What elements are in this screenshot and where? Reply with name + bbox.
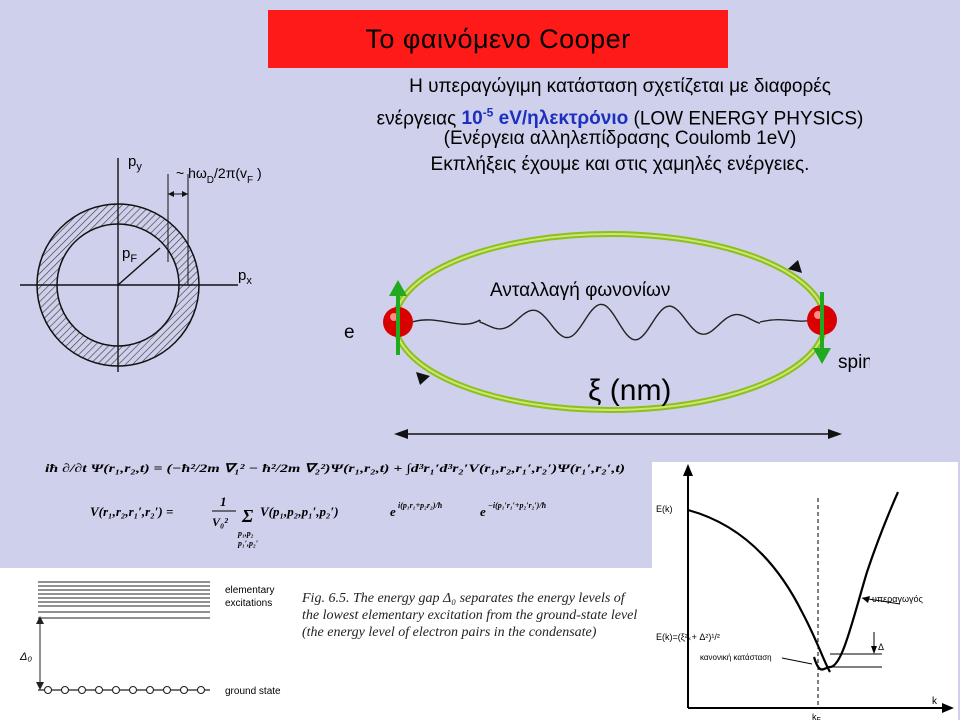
normal-label: κανονική κατάσταση (700, 653, 772, 662)
phonon-wave (479, 303, 761, 341)
sum-subscript-1: p₁,p₂ (237, 529, 254, 538)
intro-line-3: (Ενέργεια αλληλεπίδρασης Coulomb 1eV) (443, 128, 797, 149)
ground-pair-3 (94, 685, 104, 695)
sum-subscript-2: p₁′,p₂′ (237, 539, 258, 548)
fermi-sphere-diagram: py px pF ~ hωD/2π(vF ) (10, 140, 300, 380)
phonon-label: Ανταλλαγή φωνονίων (490, 280, 670, 301)
spin-label: spin (838, 352, 870, 373)
super-label: υπεραγωγός (872, 594, 923, 604)
exponent-2: −i(p₁′r₁′+p₂′r₂′)/ħ (488, 501, 547, 510)
exponent-base: e (480, 504, 486, 519)
super-dispersion (812, 491, 900, 671)
equations: iħ ∂/∂t Ψ(r₁,r₂,t) = (−ħ²/2m ∇₁² − ħ²/2m… (45, 461, 625, 548)
gap-label: Δ₀ (19, 651, 32, 663)
fraction-numerator: 1 (220, 494, 227, 509)
figure-caption: Fig. 6.5. The energy gap Δ₀ separates th… (302, 591, 638, 640)
py-label: py (128, 153, 142, 173)
dispersion-plot: Δ E(k) k kF υπεραγωγός κανονική κατάστασ… (656, 464, 954, 720)
fraction-denominator: V₀² (212, 515, 228, 529)
ground-pair-2 (77, 685, 87, 695)
intro-line-1: Η υπεραγώγιμη κατάσταση σχετίζεται με δι… (409, 76, 831, 97)
kf-label: kF (812, 712, 821, 720)
pf-radius (117, 247, 161, 286)
intro-line-4: Εκπλήξεις έχουμε και στις χαμηλές ενέργε… (430, 154, 810, 175)
y-axis-label: E(k) (656, 504, 673, 514)
orbit-arrow-left (416, 372, 430, 385)
normal-dispersion-left (687, 508, 831, 673)
shell-width-label: ~ hωD/2π(vF ) (176, 165, 262, 186)
ground-pair-1 (60, 685, 70, 695)
gap-formula: E(k)=(ξ²ₖ+ Δ²)¹/² (656, 632, 720, 642)
ground-pair-4 (111, 685, 121, 695)
ground-state-pairs (43, 685, 206, 695)
coherence-length-label: ξ (nm) (588, 374, 671, 407)
orbit-arrow-right (788, 260, 802, 273)
intro-line-2-post: (LOW ENERGY PHYSICS) (628, 108, 864, 130)
energy-levels-diagram: Δ₀ elementary excitations ground state (19, 581, 281, 697)
excitation-levels (38, 581, 210, 619)
energy-gap-figure (0, 568, 656, 720)
ground-pair-8 (179, 685, 189, 695)
ground-pair-5 (128, 685, 138, 695)
ground-pair-7 (162, 685, 172, 695)
elementary-label-1: elementary (225, 585, 274, 596)
intro-line-2: ενέργειας 10-5 eV/ηλεκτρόνιο (LOW ENERGY… (290, 100, 950, 132)
svg-text:e: e (390, 504, 396, 519)
dispersion-graph (652, 462, 958, 720)
ground-state-label: ground state (225, 686, 281, 697)
intro-line-2-pre: ενέργειας (376, 108, 462, 130)
potential-body: V(p₁,p₂,p₁′,p₂′) (260, 504, 339, 519)
sum-symbol: Σ (241, 506, 253, 526)
ground-pair-9 (196, 685, 206, 695)
px-label: px (238, 267, 252, 287)
potential-lhs: V(r₁,r₂,r₁′,r₂′) = (90, 504, 173, 519)
ground-pair-0 (43, 685, 53, 695)
slide-title: Το φαινόμενο Cooper (268, 10, 728, 68)
elementary-label-2: excitations (225, 598, 272, 609)
pf-label: pF (122, 245, 137, 265)
cooper-pair-diagram: Ανταλλαγή φωνονίων e spin ξ (nm) (344, 231, 870, 439)
exponent-1: i(p₁r₁+p₂r₂)/ħ (398, 501, 443, 510)
x-axis-label: k (932, 696, 938, 707)
ground-pair-6 (145, 685, 155, 695)
delta-label: Δ (878, 642, 884, 652)
electron-label: e (344, 322, 355, 343)
energy-value: 10-5 eV/ηλεκτρόνιο (461, 106, 629, 130)
schrodinger-equation: iħ ∂/∂t Ψ(r₁,r₂,t) = (−ħ²/2m ∇₁² − ħ²/2m… (45, 461, 625, 475)
